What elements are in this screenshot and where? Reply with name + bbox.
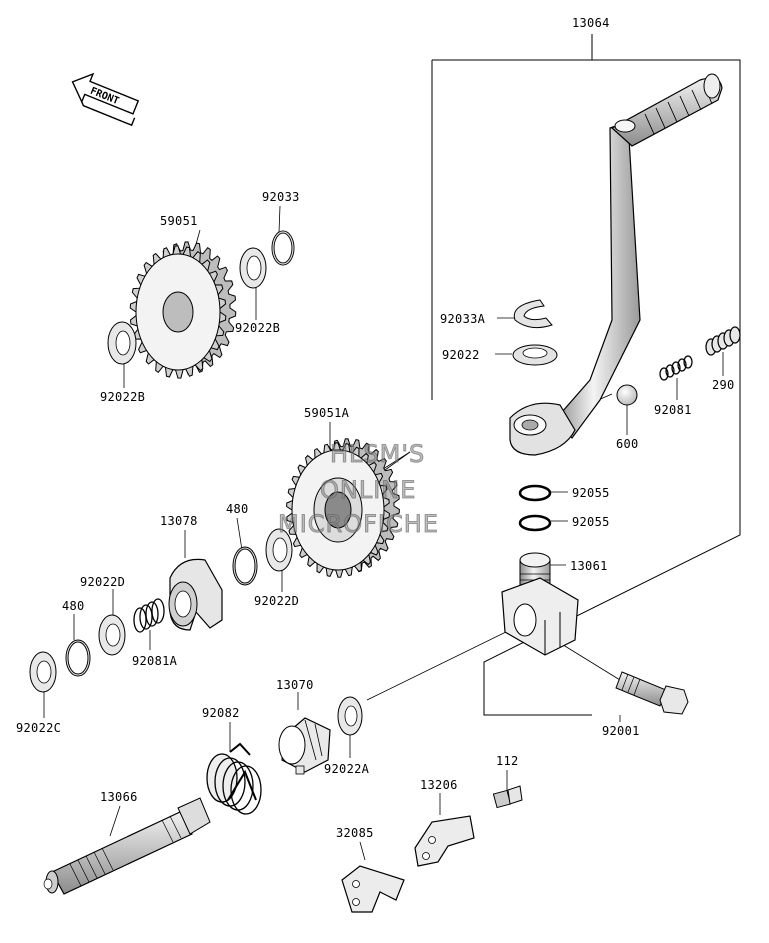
label-92022B-upper[interactable]: 92022B [235,321,281,335]
kick-pedal-13064[interactable] [509,73,723,456]
label-59051[interactable]: 59051 [160,214,198,228]
boss-13061[interactable] [501,552,579,656]
label-92022C[interactable]: 92022C [16,721,62,735]
circlip-480-right[interactable] [232,546,258,586]
label-92055-upper[interactable]: 92055 [572,486,610,500]
label-13066[interactable]: 13066 [100,790,138,804]
bolt-92001[interactable] [615,671,689,715]
washer-92022A[interactable] [337,696,363,736]
circlip-92033[interactable] [271,230,295,266]
label-13061[interactable]: 13061 [570,559,608,573]
watermark-line1: HLSM'S [329,440,426,469]
clip-92033A[interactable] [513,299,553,329]
spring-92081A[interactable] [133,598,165,633]
label-480-left[interactable]: 480 [62,599,85,613]
spring-290[interactable] [705,326,741,356]
o-ring-92055-upper[interactable] [518,484,552,502]
label-92022B-lower[interactable]: 92022B [100,390,146,404]
label-600[interactable]: 600 [616,437,639,451]
washer-92022C[interactable] [29,651,57,693]
washer-92022B-lower[interactable] [107,321,137,365]
watermark-line3: MICROFICHE [278,510,439,539]
label-92081A[interactable]: 92081A [132,654,178,668]
spring-92082[interactable] [206,742,262,815]
label-92082[interactable]: 92082 [202,706,240,720]
watermark-line2: ONLINE [319,476,417,505]
label-13078[interactable]: 13078 [160,514,198,528]
shaft-13066[interactable] [43,797,211,895]
o-ring-92055-lower[interactable] [518,514,552,532]
label-112[interactable]: 112 [496,754,519,768]
spring-92081[interactable] [659,355,693,381]
guide-32085[interactable] [341,865,405,913]
label-13070[interactable]: 13070 [276,678,314,692]
ratchet-13078[interactable] [168,558,223,631]
label-92022A[interactable]: 92022A [324,762,370,776]
circlip-480-left[interactable] [65,639,91,677]
washer-92022D-left[interactable] [98,614,126,656]
gear-59051[interactable] [129,241,237,379]
label-92001[interactable]: 92001 [602,724,640,738]
assembly-bracket [431,34,741,716]
label-92033[interactable]: 92033 [262,190,300,204]
gear-59051A[interactable] [286,438,400,578]
bush-13070[interactable] [278,717,331,775]
washer-92022B-upper[interactable] [239,247,267,289]
label-92055-lower[interactable]: 92055 [572,515,610,529]
ball-600[interactable] [616,384,638,406]
plate-13206[interactable] [414,815,475,867]
label-59051A[interactable]: 59051A [304,406,350,420]
label-290[interactable]: 290 [712,378,735,392]
label-480-right[interactable]: 480 [226,502,249,516]
front-arrow-icon: FRONT [71,72,140,127]
label-92022D-right[interactable]: 92022D [254,594,300,608]
label-13064[interactable]: 13064 [572,16,610,30]
washer-92022[interactable] [512,344,558,366]
label-92033A[interactable]: 92033A [440,312,486,326]
label-13206[interactable]: 13206 [420,778,458,792]
label-92022[interactable]: 92022 [442,348,480,362]
bolt-112[interactable] [492,785,523,809]
washer-92022D-right[interactable] [265,528,293,572]
label-92022D-left[interactable]: 92022D [80,575,126,589]
label-32085[interactable]: 32085 [336,826,374,840]
label-92081[interactable]: 92081 [654,403,692,417]
